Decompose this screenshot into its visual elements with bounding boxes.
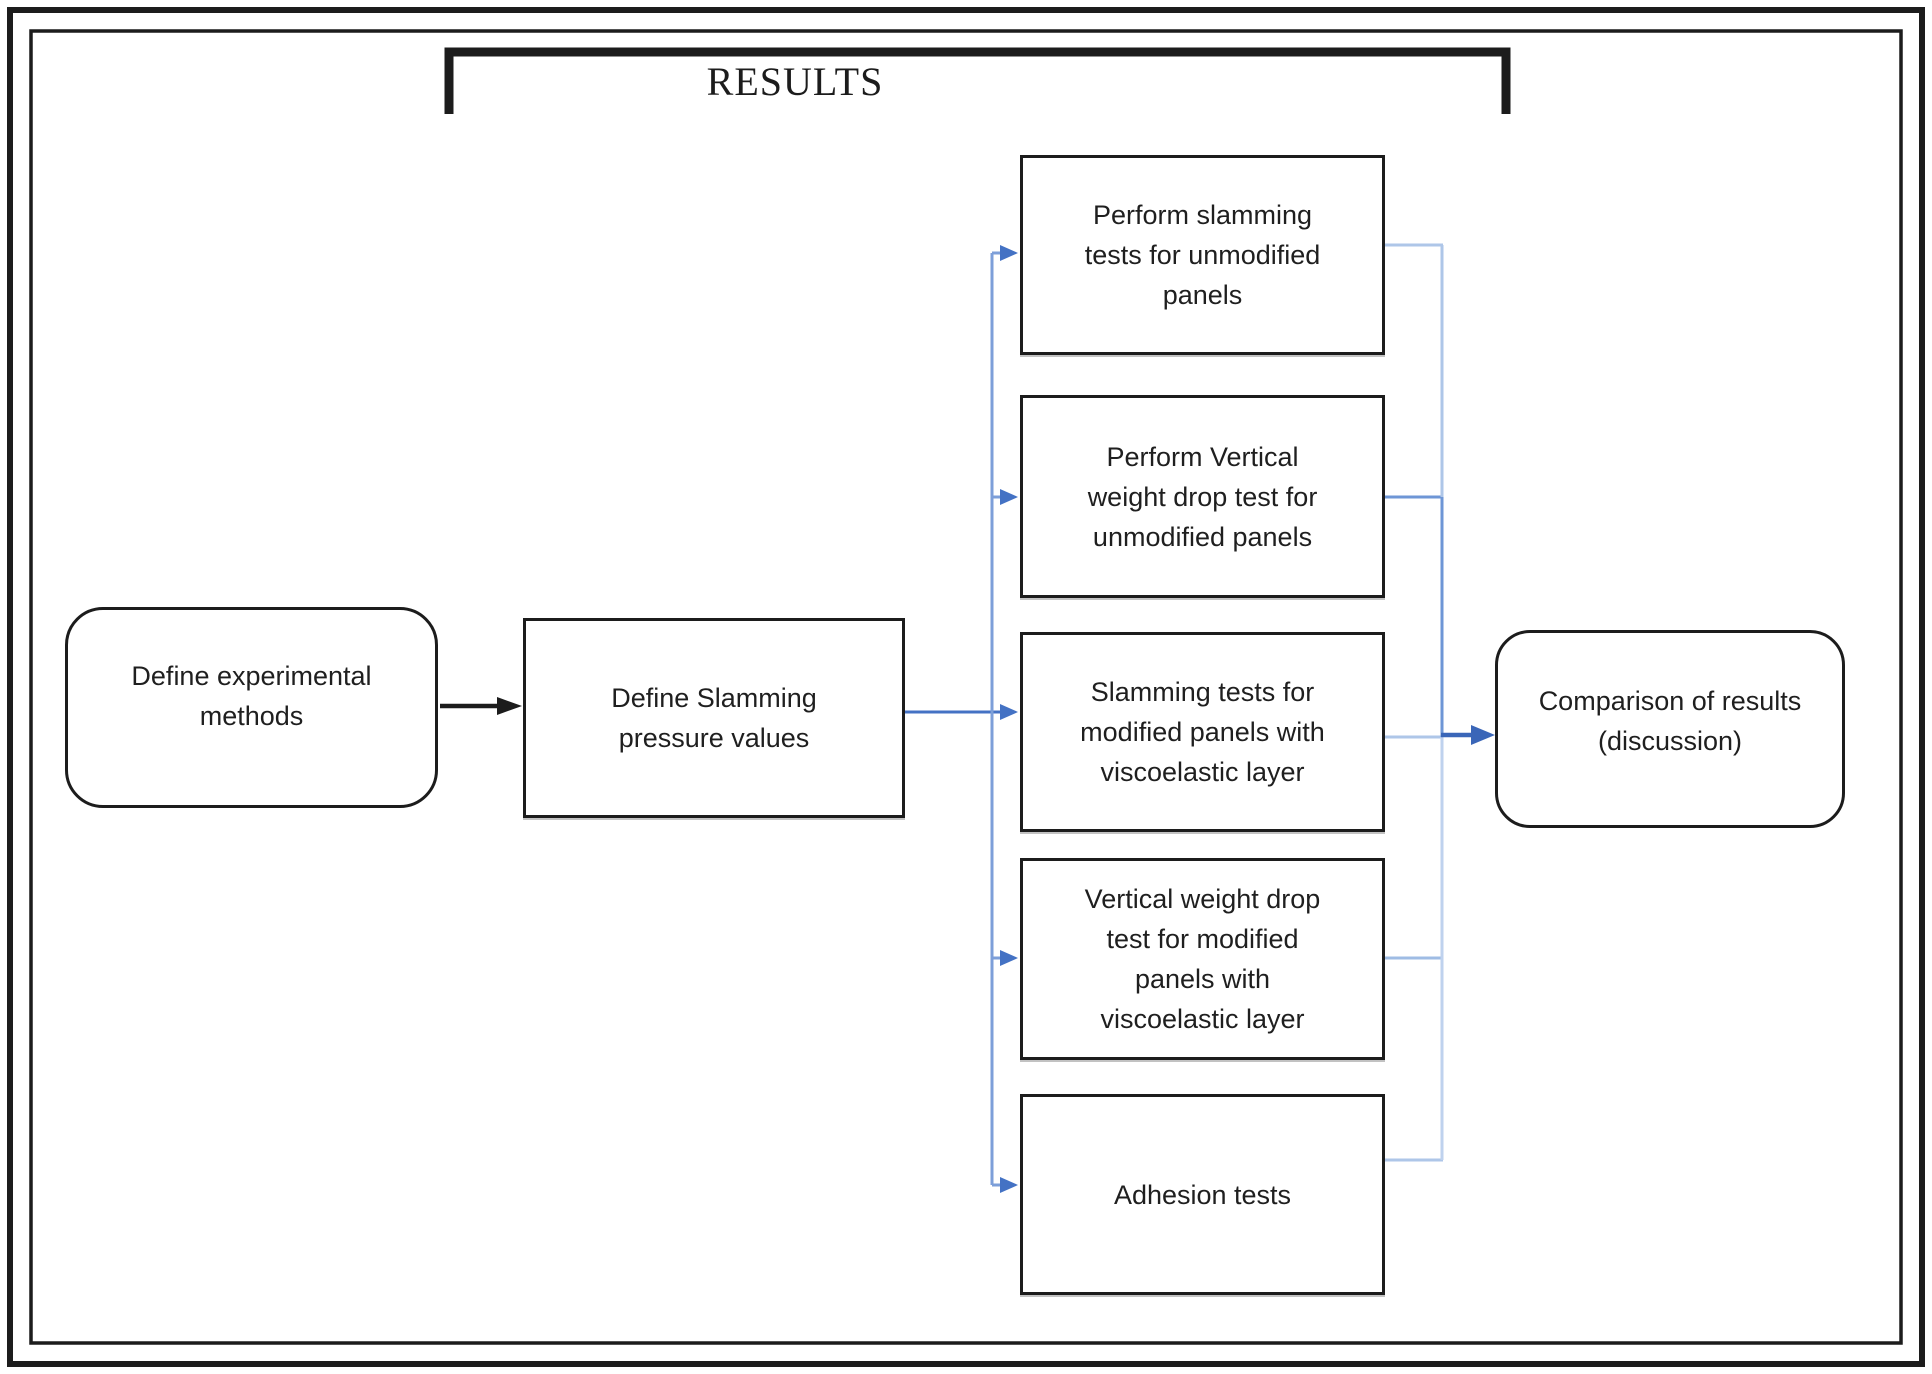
node-slamming-tests-modified: Slamming tests for modified panels with …	[1020, 632, 1385, 832]
node-label: Define Slamming pressure values	[611, 683, 817, 753]
branch-shafts	[992, 251, 1000, 1187]
arrowhead-icon	[1471, 725, 1495, 745]
arrowhead-icon	[1000, 704, 1018, 720]
arrowhead-icon	[1000, 1177, 1018, 1193]
node-weight-drop-modified: Vertical weight drop test for modified p…	[1020, 858, 1385, 1060]
inner-border	[29, 29, 1903, 1345]
node-label: Define experimental methods	[131, 660, 372, 731]
node-adhesion-tests: Adhesion tests	[1020, 1094, 1385, 1295]
node-label: Comparison of results (discussion)	[1538, 686, 1802, 756]
branch-arrowheads	[1000, 245, 1018, 1193]
node-define-slamming-pressure: Define Slamming pressure values	[523, 618, 905, 818]
arrowhead-icon	[1000, 489, 1018, 505]
node-label: Slamming tests for modified panels with …	[1080, 677, 1325, 787]
node-weight-drop-unmodified: Perform Vertical weight drop test for un…	[1020, 395, 1385, 598]
node-label: Vertical weight drop test for modified p…	[1084, 884, 1321, 1034]
arrowhead-icon	[1000, 245, 1018, 261]
node-label: Adhesion tests	[1113, 1179, 1292, 1210]
node-define-experimental-methods: Define experimental methods	[65, 607, 438, 808]
node-slamming-tests-unmodified: Perform slamming tests for unmodified pa…	[1020, 155, 1385, 355]
page-border	[7, 7, 1925, 1367]
results-bracket	[444, 47, 1511, 114]
arrowhead-icon	[497, 697, 522, 715]
node-label: Perform Vertical weight drop test for un…	[1087, 441, 1318, 552]
arrow-to-comparison	[1441, 725, 1495, 745]
outer-border	[7, 7, 1925, 1367]
node-label: Perform slamming tests for unmodified pa…	[1084, 200, 1321, 310]
node-comparison-of-results: Comparison of results (discussion)	[1495, 630, 1845, 828]
arrowhead-icon	[1000, 950, 1018, 966]
results-title: RESULTS	[706, 59, 884, 104]
collector-stubs	[1385, 243, 1443, 1162]
arrow-methods-to-pressure	[440, 697, 522, 715]
